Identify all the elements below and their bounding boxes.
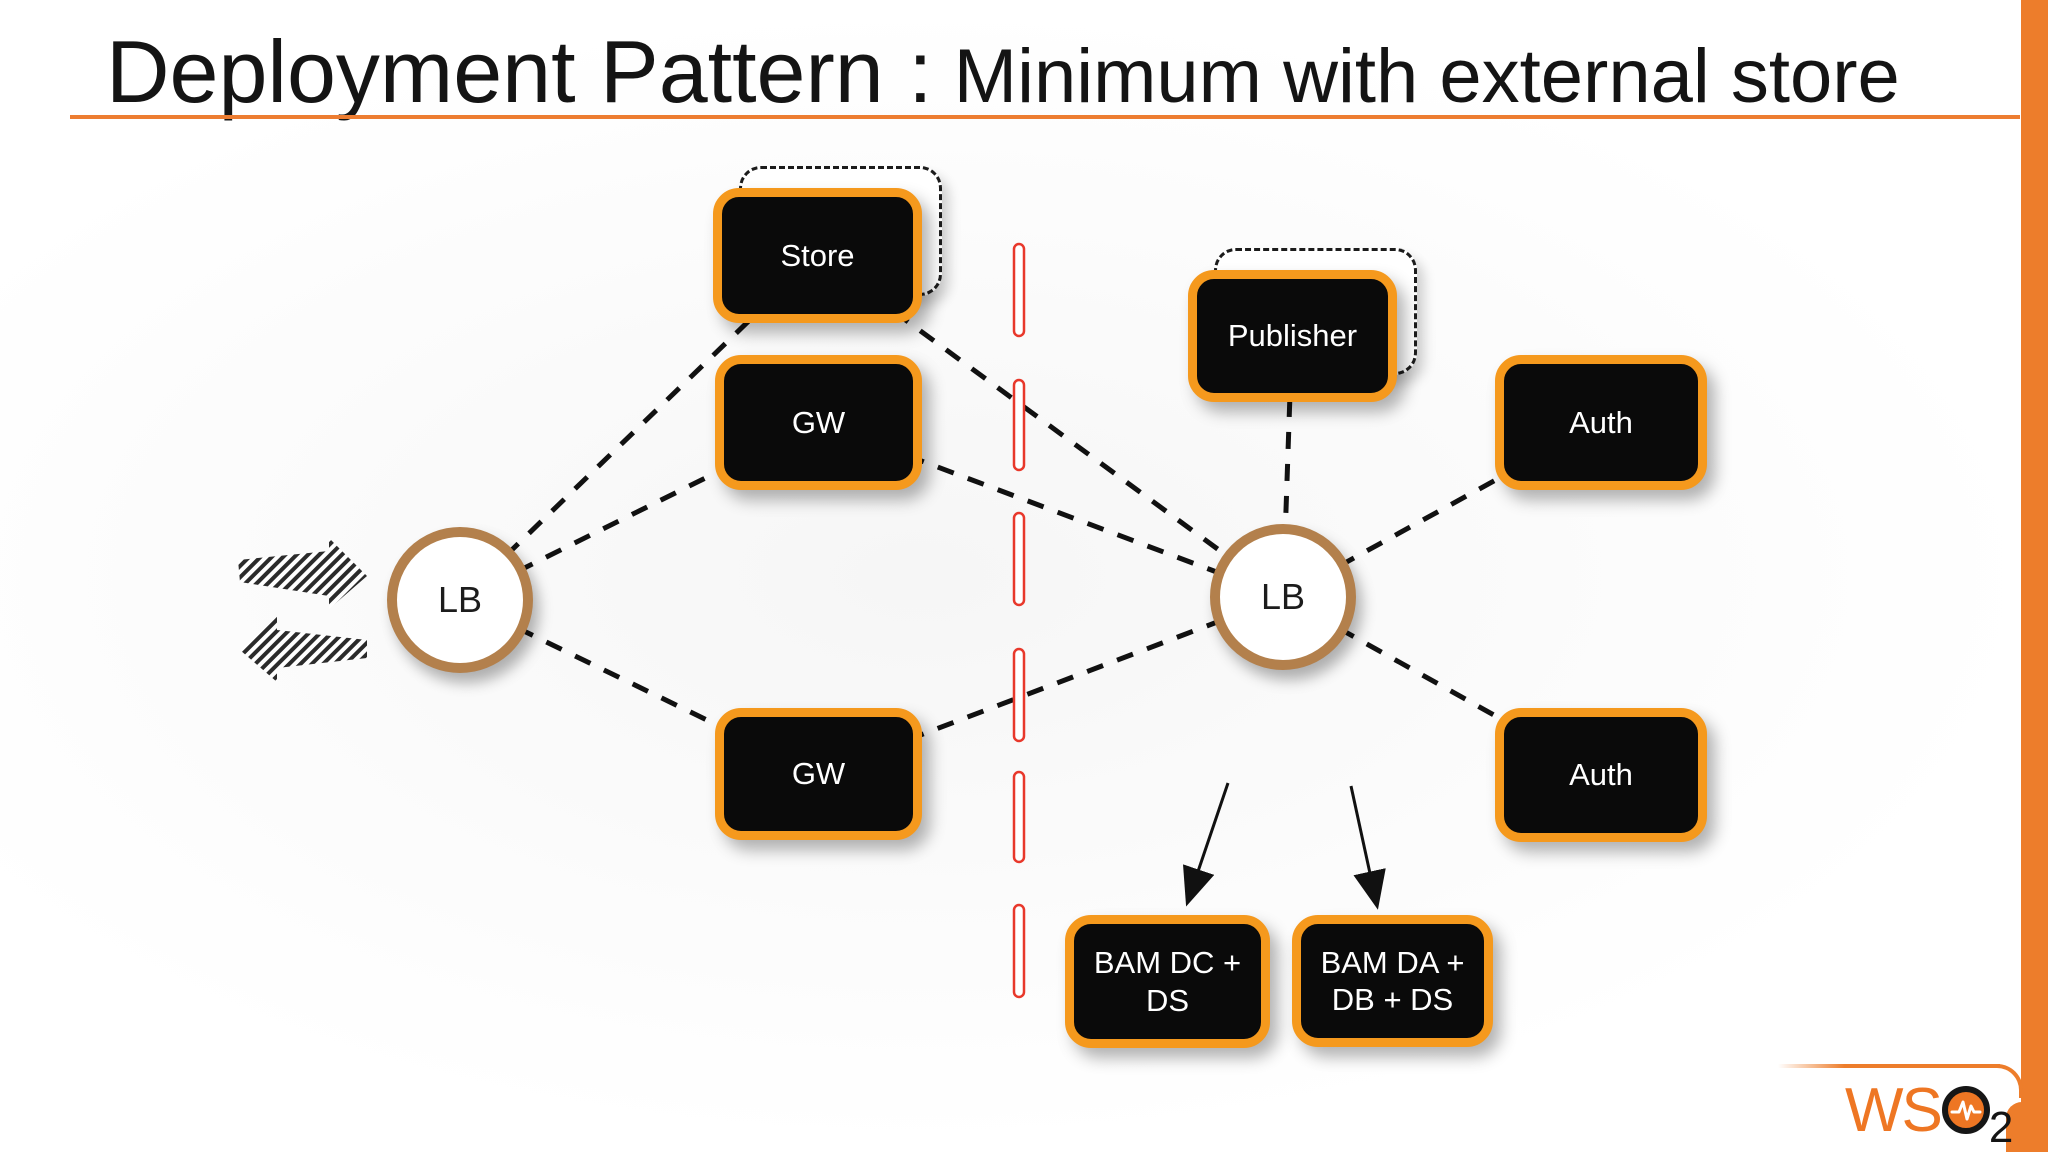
- divider-dash: [1012, 511, 1026, 607]
- incoming-traffic-arrow-icon: [238, 538, 367, 609]
- title-main: Deployment Pattern :: [106, 22, 933, 121]
- bam-arrows: [1183, 782, 1386, 910]
- footer-frame-foot: [2006, 1102, 2048, 1152]
- bam-dc-line2: DS: [1145, 982, 1190, 1018]
- load-balancer-right-label: LB: [1260, 576, 1306, 617]
- arrow-lbright-bamdc: [1183, 782, 1230, 907]
- load-balancer-left-label: LB: [437, 579, 483, 620]
- wso2-logo: WS 2: [1845, 1080, 2013, 1150]
- publisher-label: Publisher: [1227, 318, 1358, 354]
- gateway-bottom-node: GW: [715, 708, 922, 840]
- bam-da-line2: DB + DS: [1331, 982, 1454, 1017]
- title-sub: Minimum with external store: [932, 34, 1900, 119]
- outgoing-traffic-arrow-icon: [240, 616, 367, 682]
- bam-dc-line1: BAM DC +: [1093, 945, 1242, 981]
- publisher-node: Publisher: [1188, 270, 1397, 402]
- title-underline: [70, 115, 2020, 119]
- load-balancer-left-node: LB: [387, 527, 533, 673]
- gateway-top-label: GW: [791, 404, 846, 440]
- divider-dash: [1012, 770, 1026, 864]
- divider-dash: [1012, 242, 1026, 338]
- gateway-bottom-label: GW: [791, 756, 846, 792]
- divider-dash: [1012, 903, 1026, 999]
- gateway-top-node: GW: [715, 355, 922, 490]
- connection-lines: [458, 252, 1603, 778]
- auth-top-node: Auth: [1495, 355, 1707, 490]
- auth-bottom-label: Auth: [1569, 757, 1633, 793]
- divider-dash: [1012, 647, 1026, 743]
- store-node: Store: [713, 188, 922, 323]
- bam-dc-ds-node: BAM DC + DS: [1065, 915, 1270, 1048]
- footer-frame-line: [1778, 1064, 2000, 1068]
- auth-top-label: Auth: [1569, 404, 1633, 440]
- page-title: Deployment Pattern : Minimum with extern…: [106, 25, 1900, 119]
- auth-bottom-node: Auth: [1495, 708, 1707, 842]
- store-label: Store: [780, 237, 855, 273]
- wso2-logo-pulse-icon: [1941, 1086, 1990, 1134]
- arrow-lbright-bamda: [1349, 785, 1386, 910]
- wso2-logo-ws-text: WS: [1845, 1076, 1943, 1145]
- wso2-logo-2-text: 2: [1988, 1103, 2014, 1152]
- divider-dash: [1012, 378, 1026, 472]
- zone-divider: [1012, 242, 1026, 999]
- slide-side-bar: [2021, 0, 2048, 1152]
- bam-da-line1: BAM DA +: [1320, 944, 1465, 980]
- load-balancer-right-node: LB: [1210, 524, 1356, 670]
- bam-da-db-ds-node: BAM DA + DB + DS: [1292, 915, 1493, 1047]
